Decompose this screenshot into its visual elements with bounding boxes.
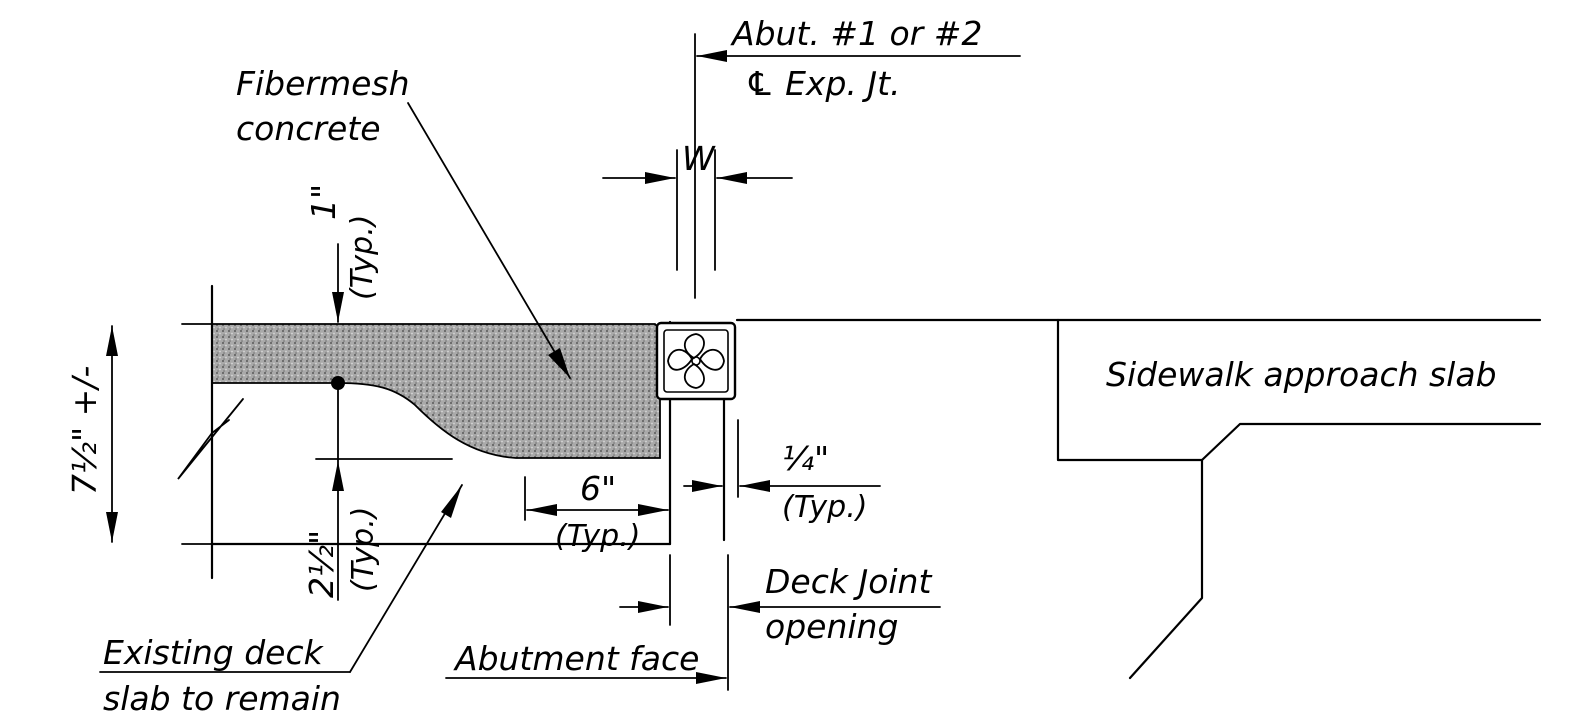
label-fibermesh-2: concrete — [236, 109, 381, 148]
label-quarter: ¼" — [782, 439, 829, 478]
label-cl-exp-jt: ℄ Exp. Jt. — [745, 64, 901, 103]
fibermesh-concrete-fill — [211, 323, 661, 459]
label-quarter-typ: (Typ.) — [782, 490, 867, 525]
extension-lines — [315, 33, 739, 691]
label-deck-joint-2: opening — [765, 607, 898, 646]
label-abutment-face: Abutment face — [453, 639, 699, 678]
label-deck-joint-1: Deck Joint — [765, 562, 932, 601]
label-six: 6" — [580, 469, 616, 508]
label-sidewalk: Sidewalk approach slab — [1106, 355, 1497, 394]
label-one-inch-typ: (Typ.) — [345, 215, 380, 300]
label-one-inch: 1" — [304, 184, 343, 220]
break-line — [177, 398, 244, 480]
abutment — [722, 318, 1542, 680]
label-existing-1: Existing deck — [103, 633, 325, 672]
label-two-half-typ: (Typ.) — [346, 507, 381, 592]
label-existing-2: slab to remain — [103, 679, 341, 718]
label-w: W — [682, 139, 716, 178]
label-thickness: 7½" +/- — [65, 366, 104, 495]
label-two-half: 2½" — [302, 530, 341, 598]
label-fibermesh-1: Fibermesh — [236, 64, 410, 103]
joint-seal — [655, 321, 737, 401]
label-six-typ: (Typ.) — [555, 519, 640, 554]
label-abut: Abut. #1 or #2 — [730, 14, 982, 53]
dimension-lines — [99, 50, 1021, 684]
